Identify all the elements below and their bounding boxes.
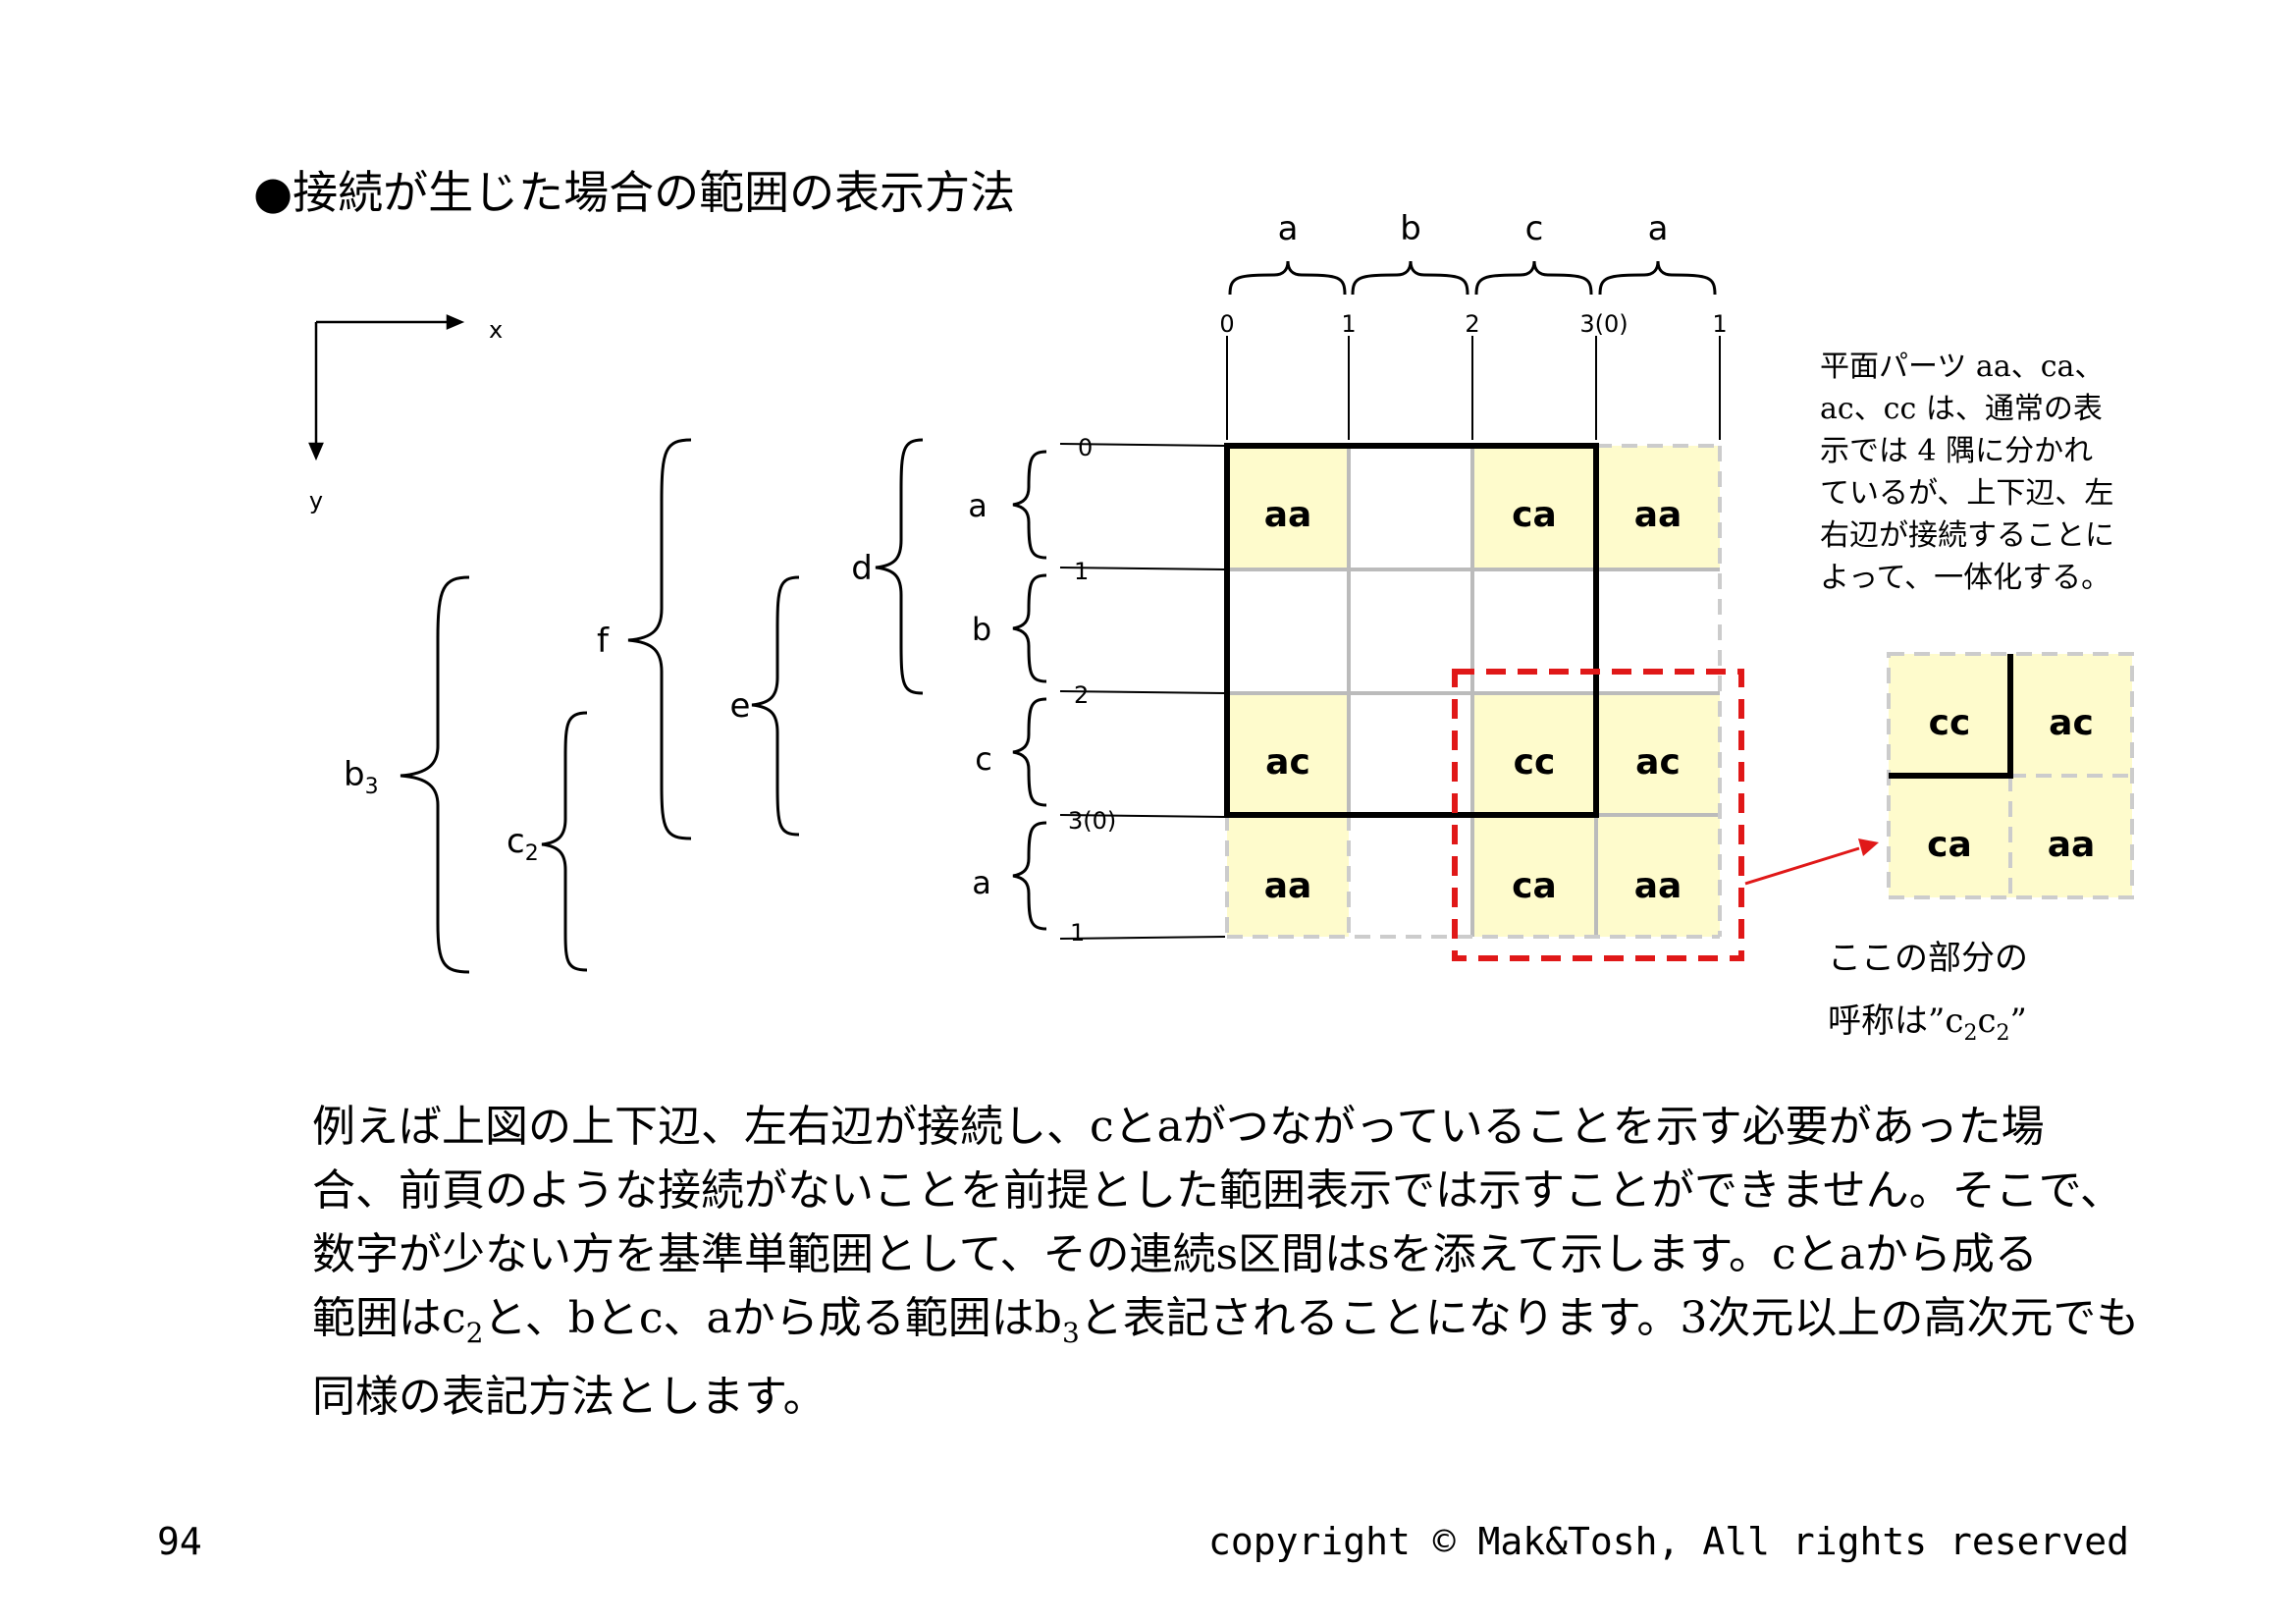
top-brace-a2 — [1598, 260, 1717, 296]
page-number: 94 — [157, 1520, 202, 1563]
left-brace-b — [1012, 573, 1047, 683]
highlighted-cells — [1227, 446, 1720, 937]
inset-cell-label: cc — [1929, 703, 1971, 743]
y-axis-label: y — [309, 487, 323, 514]
top-segment-label: a — [1278, 209, 1299, 248]
left-segment-label: a — [968, 487, 988, 524]
body-line: 数字が少ない方を基準単範囲として、その連続s区間はsを添えて示します。cとaから… — [312, 1229, 2038, 1279]
side-note-line: ているが、上下辺、左 — [1820, 476, 2114, 511]
cell-label: ca — [1512, 866, 1557, 906]
left-tick-lines — [1059, 443, 1226, 940]
top-brace-a1 — [1228, 260, 1347, 296]
map-grid — [1224, 443, 1722, 939]
side-note-line: ac、cc は、通常の表 — [1820, 392, 2103, 426]
body-line: 例えば上図の上下辺、左右辺が接続し、cとaがつながっていることを示す必要があった… — [312, 1102, 2045, 1152]
inset-cell-label: ac — [2049, 703, 2094, 743]
cell-label: aa — [1634, 866, 1682, 906]
side-note-line: 示では 4 隅に分かれ — [1820, 434, 2094, 468]
left-brace-a2 — [1012, 821, 1047, 931]
top-tick-label: 2 — [1465, 310, 1479, 338]
range-brace-d — [875, 438, 924, 695]
body-line: 合、前頁のような接続がないことを前提とした範囲表示では示すことができません。そこ… — [312, 1165, 2123, 1216]
left-segment-label: c — [975, 740, 992, 778]
x-axis-label: x — [489, 316, 503, 344]
top-tick-label: 1 — [1712, 310, 1727, 338]
top-tick-label: 1 — [1341, 310, 1356, 338]
inset-cell-label: ca — [1927, 825, 1972, 865]
body-line: 範囲はc2と、bとc、aから成る範囲はb3と表記されることになります。3次元以上… — [312, 1293, 2140, 1349]
top-segment-label: a — [1648, 209, 1669, 248]
callout-note-line: 呼称は”c2c2” — [1828, 1001, 2027, 1046]
side-note-line: 平面パーツ aa、ca、 — [1820, 350, 2105, 384]
top-segment-label: b — [1400, 209, 1421, 248]
callout-note-line: ここの部分の — [1828, 939, 2028, 978]
cell-labels: aa ca aa ac cc ac aa ca aa — [1264, 495, 1682, 906]
side-note-line: 右辺が接続することに — [1820, 518, 2114, 553]
left-segment-label: b — [972, 611, 991, 648]
axis-indicator — [308, 314, 465, 461]
range-brace-b3 — [400, 575, 470, 974]
copyright-notice: copyright © Mak&Tosh, All rights reserve… — [1208, 1520, 2129, 1563]
left-segment-label: a — [972, 864, 991, 901]
callout-note: ここの部分の 呼称は”c2c2” — [1828, 927, 2028, 1065]
cell-label: ac — [1635, 742, 1681, 783]
range-brace-c2 — [541, 711, 588, 972]
inset-map — [1887, 652, 2134, 899]
range-label-c2: c2 — [507, 822, 539, 866]
left-tick-label: 3(0) — [1068, 807, 1116, 835]
left-brace-c — [1012, 697, 1047, 807]
main-map-frame — [1224, 443, 1599, 818]
left-tick-label: 1 — [1074, 558, 1089, 585]
cell-label: aa — [1264, 866, 1312, 906]
page-heading: ●接続が生じた場合の範囲の表示方法 — [253, 166, 1016, 219]
side-note-line: よって、一体化する。 — [1820, 561, 2111, 595]
range-braces — [400, 438, 924, 974]
top-brace-c — [1474, 260, 1593, 296]
cell-label: ac — [1265, 742, 1310, 783]
range-label-e: e — [730, 686, 751, 726]
left-braces — [1012, 450, 1047, 931]
range-label-f: f — [597, 622, 610, 661]
left-tick-label: 2 — [1074, 681, 1089, 709]
c2c2-highlight-box — [1452, 669, 1744, 961]
range-brace-e — [751, 575, 800, 837]
cell-label: cc — [1514, 742, 1556, 783]
top-brace-b — [1351, 260, 1469, 296]
top-braces — [1228, 260, 1717, 296]
top-tick-label: 3(0) — [1579, 310, 1628, 338]
inset-cell-label: aa — [2048, 825, 2096, 865]
body-paragraph: 例えば上図の上下辺、左右辺が接続し、cとaがつながっていることを示す必要があった… — [312, 1095, 2177, 1429]
cell-label: aa — [1634, 495, 1682, 535]
callout-arrow — [1744, 839, 1879, 886]
range-brace-f — [627, 438, 692, 840]
top-tick-lines — [1226, 336, 1721, 440]
range-label-b3: b3 — [344, 755, 379, 799]
left-tick-label: 1 — [1070, 919, 1085, 947]
cell-label: aa — [1264, 495, 1312, 535]
top-segment-label: c — [1525, 209, 1544, 248]
side-note: 平面パーツ aa、ca、 ac、cc は、通常の表 示では 4 隅に分かれ てい… — [1820, 346, 2114, 599]
cell-label: ca — [1512, 495, 1557, 535]
top-tick-label: 0 — [1219, 310, 1234, 338]
body-line: 同様の表記方法とします。 — [312, 1371, 827, 1422]
left-brace-a1 — [1012, 450, 1047, 560]
range-label-d: d — [851, 549, 873, 588]
left-tick-label: 0 — [1078, 434, 1093, 461]
inset-cell-labels: cc ac ca aa — [1927, 703, 2095, 865]
